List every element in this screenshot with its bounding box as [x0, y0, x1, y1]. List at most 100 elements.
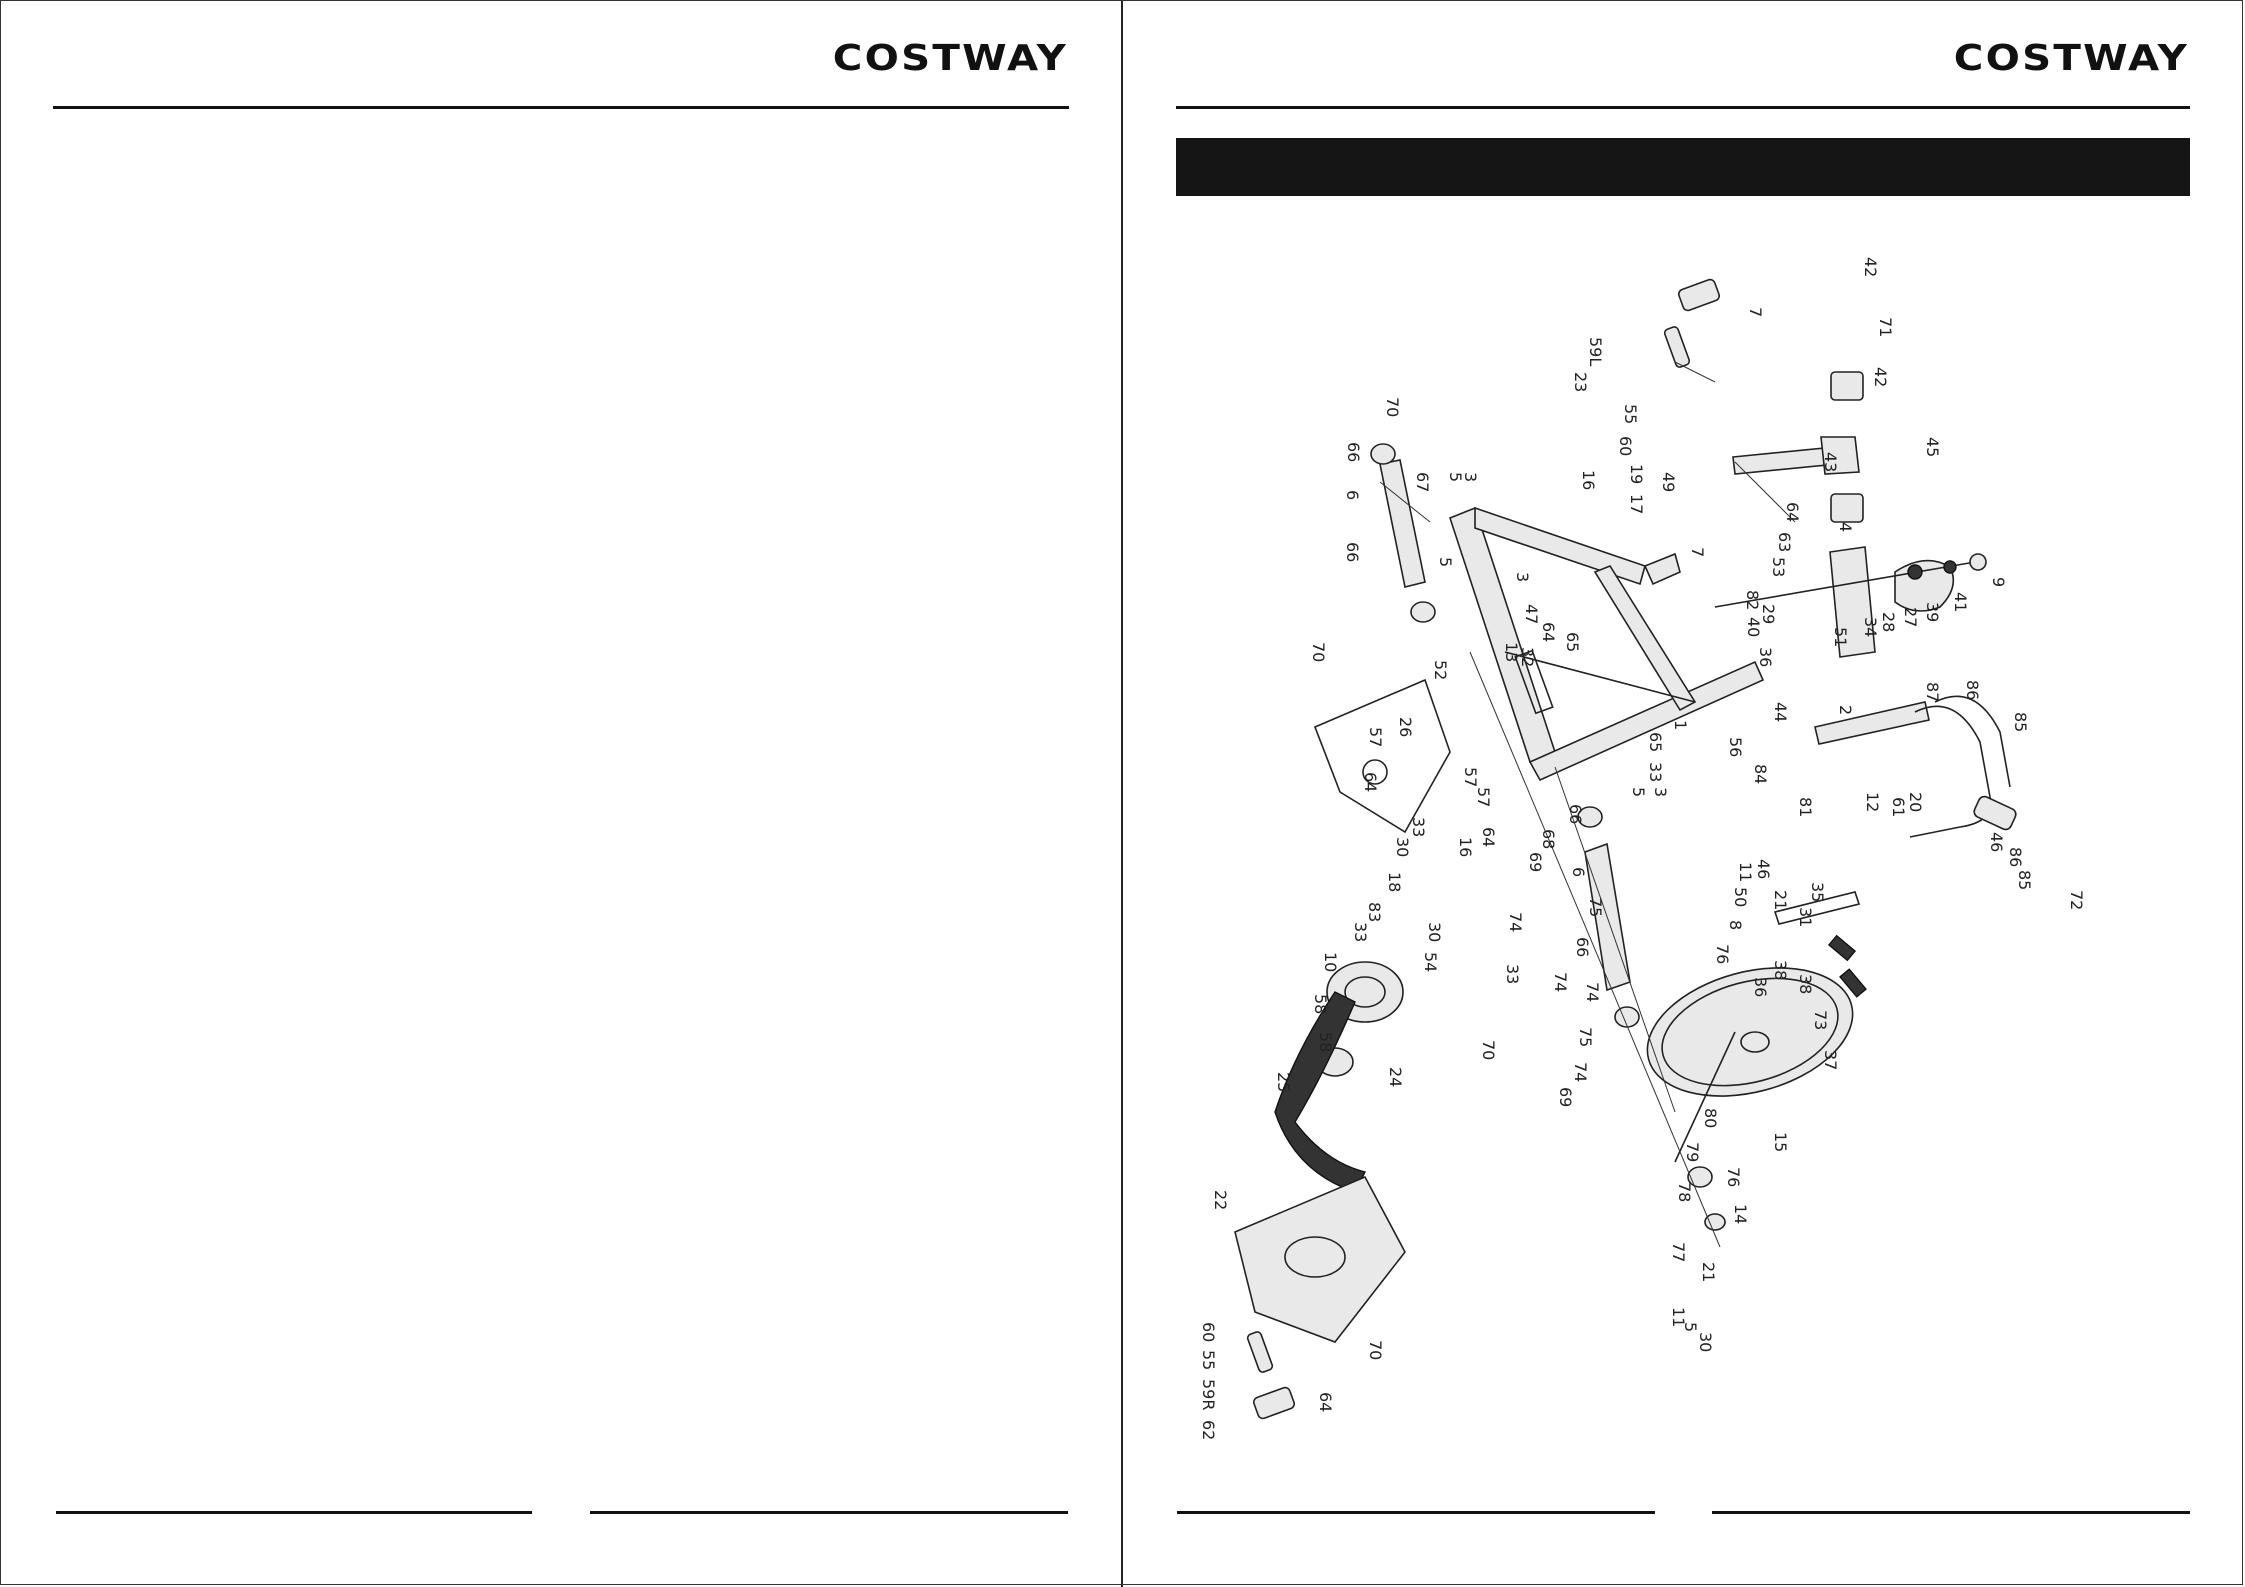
part-label: 59R [1199, 1379, 1218, 1410]
part-label: 2 [1836, 705, 1855, 715]
header-rule [53, 106, 1069, 109]
part-label: 33 [1351, 922, 1370, 942]
part-label: 75 [1586, 897, 1605, 917]
side-cover-plate [1313, 678, 1451, 834]
part-label: 15 [1771, 1132, 1790, 1152]
part-label: 41 [1951, 592, 1970, 612]
part-label: 51 [1831, 627, 1850, 647]
part-label: 19 [1627, 464, 1646, 484]
drive-belt [1274, 991, 1367, 1193]
part-label: 86 [2006, 847, 2025, 867]
part-label: 14 [1731, 1204, 1750, 1224]
part-label: 69 [1556, 1087, 1575, 1107]
part-label: 71 [1876, 317, 1895, 337]
part-label: 55 [1199, 1350, 1218, 1370]
part-label: 82 [1743, 590, 1762, 610]
part-label: 50 [1731, 887, 1750, 907]
part-label: 34 [1861, 617, 1880, 637]
handlebar [1814, 695, 2017, 838]
part-label: 65 [1563, 632, 1582, 652]
part-label: 68 [1539, 829, 1558, 849]
part-label: 70 [1309, 642, 1328, 662]
part-labels: 42 7 71 42 43 45 4 59L 23 55 60 19 17 16… [1199, 257, 2086, 1440]
part-label: 64 [1479, 827, 1498, 847]
part-label: 81 [1796, 797, 1815, 817]
part-label: 8 [1726, 920, 1745, 930]
part-label: 31 [1796, 907, 1815, 927]
part-label: 64 [1316, 1392, 1335, 1412]
part-label: 47 [1522, 604, 1541, 624]
part-label: 76 [1713, 944, 1732, 964]
part-label: 57 [1474, 787, 1493, 807]
part-label: 53 [1769, 557, 1788, 577]
part-label: 5 [1446, 472, 1465, 482]
part-label: 60 [1199, 1322, 1218, 1342]
part-label: 36 [1751, 977, 1770, 997]
part-label: 10 [1321, 952, 1340, 972]
part-label: 73 [1811, 1010, 1830, 1030]
part-label: 46 [1754, 859, 1773, 879]
part-label: 42 [1871, 367, 1890, 387]
part-label: 64 [1783, 502, 1802, 522]
part-label: 76 [1724, 1167, 1743, 1187]
part-label: 39 [1923, 602, 1942, 622]
part-label: 25 [1274, 1072, 1293, 1092]
part-label: 79 [1683, 1142, 1702, 1162]
part-label: 40 [1744, 617, 1763, 637]
footer-rule-right [590, 1511, 1068, 1514]
part-label: 61 [1889, 797, 1908, 817]
part-label: 18 [1385, 872, 1404, 892]
part-label: 75 [1576, 1027, 1595, 1047]
part-label: 44 [1771, 702, 1790, 722]
part-label: 16 [1579, 470, 1598, 490]
part-label: 85 [2011, 712, 2030, 732]
part-label: 1 [1671, 720, 1690, 730]
brand-logo: COSTWAY [832, 38, 1068, 79]
footer-rule-left [56, 1511, 532, 1514]
part-label: 6 [1569, 867, 1588, 877]
footer-rule-left [1177, 1511, 1655, 1514]
part-label: 74 [1506, 912, 1525, 932]
part-label: 11 [1669, 1307, 1688, 1327]
part-label: 87 [1923, 682, 1942, 702]
part-label: 17 [1627, 494, 1646, 514]
part-label: 57 [1461, 767, 1480, 787]
part-label: 54 [1421, 952, 1440, 972]
part-label: 74 [1551, 972, 1570, 992]
part-label: 72 [2067, 890, 2086, 910]
part-label: 67 [1413, 472, 1432, 492]
part-label: 58 [1311, 994, 1330, 1014]
part-label: 77 [1669, 1242, 1688, 1262]
exploded-parts-diagram: 42 7 71 42 43 45 4 59L 23 55 60 19 17 16… [1175, 232, 2175, 1472]
part-label: 21 [1699, 1262, 1718, 1282]
part-label: 13 [1502, 642, 1521, 662]
brake-assembly [1773, 891, 1867, 998]
main-frame [1449, 506, 1765, 782]
part-label: 36 [1756, 647, 1775, 667]
part-label: 66 [1573, 937, 1592, 957]
part-label: 3 [1461, 472, 1480, 482]
part-label: 3 [1513, 572, 1532, 582]
leader-lines [1379, 361, 1796, 1248]
part-label: 11 [1736, 862, 1755, 882]
part-label: 22 [1211, 1190, 1230, 1210]
part-label: 38 [1771, 960, 1790, 980]
part-label: 84 [1751, 764, 1770, 784]
part-label: 55 [1621, 404, 1640, 424]
part-label: 33 [1646, 762, 1665, 782]
part-label: 23 [1571, 372, 1590, 392]
part-label: 30 [1425, 922, 1444, 942]
part-label: 74 [1571, 1062, 1590, 1082]
part-label: 42 [1861, 257, 1880, 277]
part-label: 63 [1775, 532, 1794, 552]
part-label: 66 [1344, 442, 1363, 462]
part-label: 70 [1479, 1040, 1498, 1060]
part-label: 5 [1629, 787, 1648, 797]
pedal-left [1663, 278, 1721, 368]
pedal-right [1246, 1331, 1296, 1420]
part-label: 85 [2015, 870, 2034, 890]
tension-shaft [1714, 553, 1987, 608]
part-label: 86 [1963, 680, 1982, 700]
part-label: 9 [1989, 577, 2008, 587]
